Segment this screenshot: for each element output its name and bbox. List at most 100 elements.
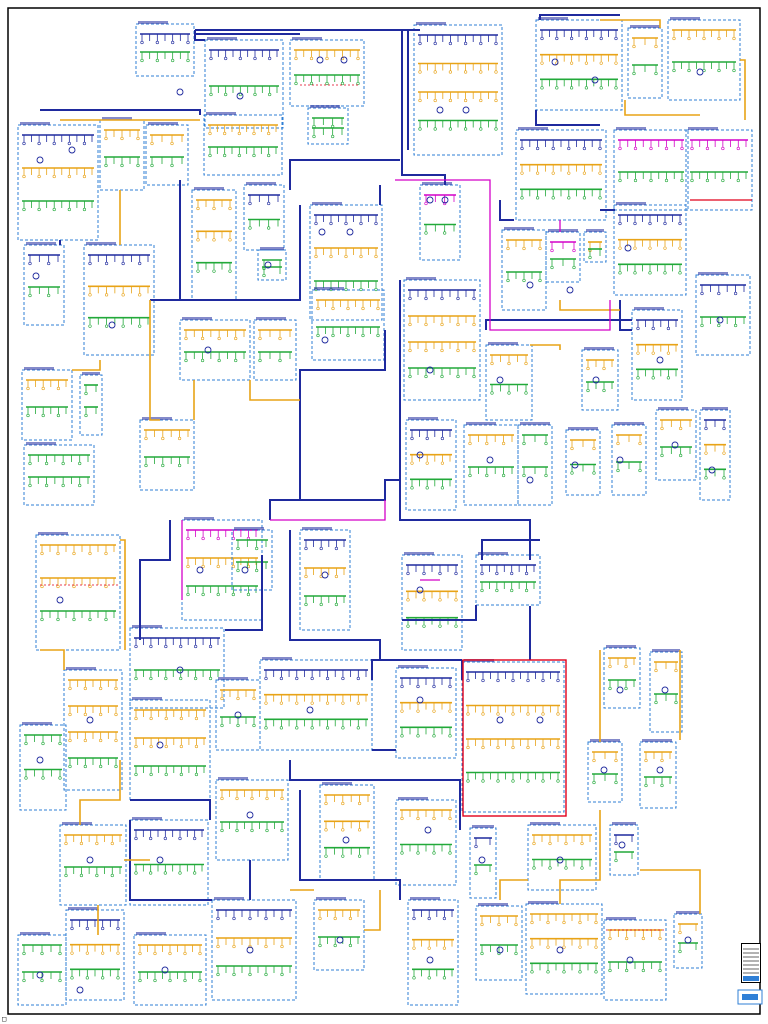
switch-symbol	[101, 951, 105, 955]
switch-symbol	[636, 376, 640, 380]
transformer-symbol	[424, 826, 432, 834]
transmission-tie-line	[129, 820, 212, 901]
switch-symbol	[196, 238, 200, 242]
switch-symbol	[70, 976, 74, 980]
switch-symbol	[555, 36, 559, 41]
substation-boundary	[129, 627, 225, 709]
switch-symbol	[485, 473, 489, 478]
switch-symbol	[440, 348, 444, 353]
switch-symbol	[544, 441, 548, 446]
substation-label	[584, 347, 614, 350]
switch-symbol	[178, 871, 182, 875]
switch-symbol	[201, 564, 205, 569]
switch-symbol	[212, 269, 216, 273]
switch-symbol	[526, 678, 530, 683]
transformer-symbol	[176, 666, 184, 674]
switch-symbol	[704, 451, 708, 455]
switch-symbol	[495, 588, 499, 593]
switch-symbol	[41, 386, 45, 391]
switch-symbol	[258, 358, 262, 363]
switch-symbol	[340, 81, 345, 86]
switch-symbol	[28, 483, 32, 488]
switch-symbol	[333, 916, 337, 921]
transformer-symbol	[76, 986, 84, 994]
switch-symbol	[72, 551, 76, 556]
switch-symbol	[318, 943, 322, 948]
switch-symbol	[228, 238, 232, 242]
switch-symbol	[582, 146, 587, 151]
switch-symbol	[310, 676, 314, 681]
switch-symbol	[564, 866, 568, 870]
switch-symbol	[472, 374, 476, 379]
switch-symbol	[179, 744, 183, 749]
substation-label	[214, 897, 244, 900]
switch-symbol	[178, 836, 182, 841]
switch-symbol	[88, 261, 92, 266]
switch-symbol	[85, 951, 89, 955]
switch-symbol	[99, 686, 103, 691]
switch-symbol	[235, 828, 239, 833]
substation-boundary	[23, 444, 95, 506]
switch-symbol	[616, 468, 620, 473]
transformer-symbol	[86, 716, 94, 724]
switch-symbol	[468, 441, 472, 446]
switch-symbol	[232, 972, 236, 977]
switch-symbol	[344, 221, 348, 226]
switch-symbol	[41, 741, 45, 746]
switch-symbol	[318, 916, 322, 921]
switch-symbol	[567, 146, 571, 151]
switch-symbol	[356, 676, 360, 681]
substation-label	[472, 825, 494, 828]
switch-symbol	[705, 178, 710, 183]
switch-symbol	[400, 816, 404, 821]
switch-symbol	[58, 776, 62, 780]
switch-symbol	[468, 473, 472, 478]
switch-symbol	[183, 978, 187, 983]
switch-symbol	[506, 278, 510, 283]
logo-mark	[742, 994, 758, 1000]
mv-interconnection	[559, 810, 601, 904]
switch-symbol	[438, 571, 442, 576]
substation-label	[606, 645, 636, 648]
substation-label	[86, 242, 116, 245]
transformer-symbol	[462, 106, 470, 114]
switch-symbol	[704, 476, 708, 480]
switch-symbol	[412, 946, 416, 950]
switch-symbol	[56, 551, 60, 556]
switch-symbol	[78, 461, 82, 466]
switch-symbol	[481, 779, 485, 783]
switch-symbol	[64, 841, 68, 846]
substation-label	[292, 37, 322, 40]
mv-interconnection	[249, 380, 300, 401]
switch-symbol	[410, 436, 414, 441]
substation-label	[82, 372, 100, 375]
switch-symbol	[496, 779, 500, 783]
switch-symbol	[614, 841, 618, 846]
switch-symbol	[334, 602, 339, 607]
switch-symbol	[479, 70, 483, 74]
substation-label	[20, 932, 50, 935]
switch-symbol	[348, 916, 353, 921]
switch-symbol	[422, 598, 426, 602]
substation-boundary	[603, 647, 641, 709]
substation-label	[246, 182, 276, 185]
switch-symbol	[144, 436, 148, 441]
transformer-symbol	[204, 346, 212, 354]
switch-symbol	[481, 712, 485, 716]
switch-symbol	[680, 146, 684, 151]
switch-symbol	[672, 36, 676, 41]
substation-label	[410, 897, 440, 900]
switch-symbol	[481, 745, 485, 750]
switch-symbol	[648, 271, 652, 275]
substation-label	[218, 677, 248, 680]
switch-symbol	[267, 226, 271, 230]
substation-boundary	[135, 23, 195, 77]
switch-symbol	[82, 207, 87, 212]
switch-symbol	[149, 676, 153, 681]
substation-label	[136, 932, 166, 935]
switch-symbol	[264, 916, 268, 921]
switch-symbol	[104, 617, 108, 622]
switch-symbol	[193, 871, 197, 875]
switch-symbol	[40, 584, 44, 589]
substation-label	[66, 667, 96, 670]
